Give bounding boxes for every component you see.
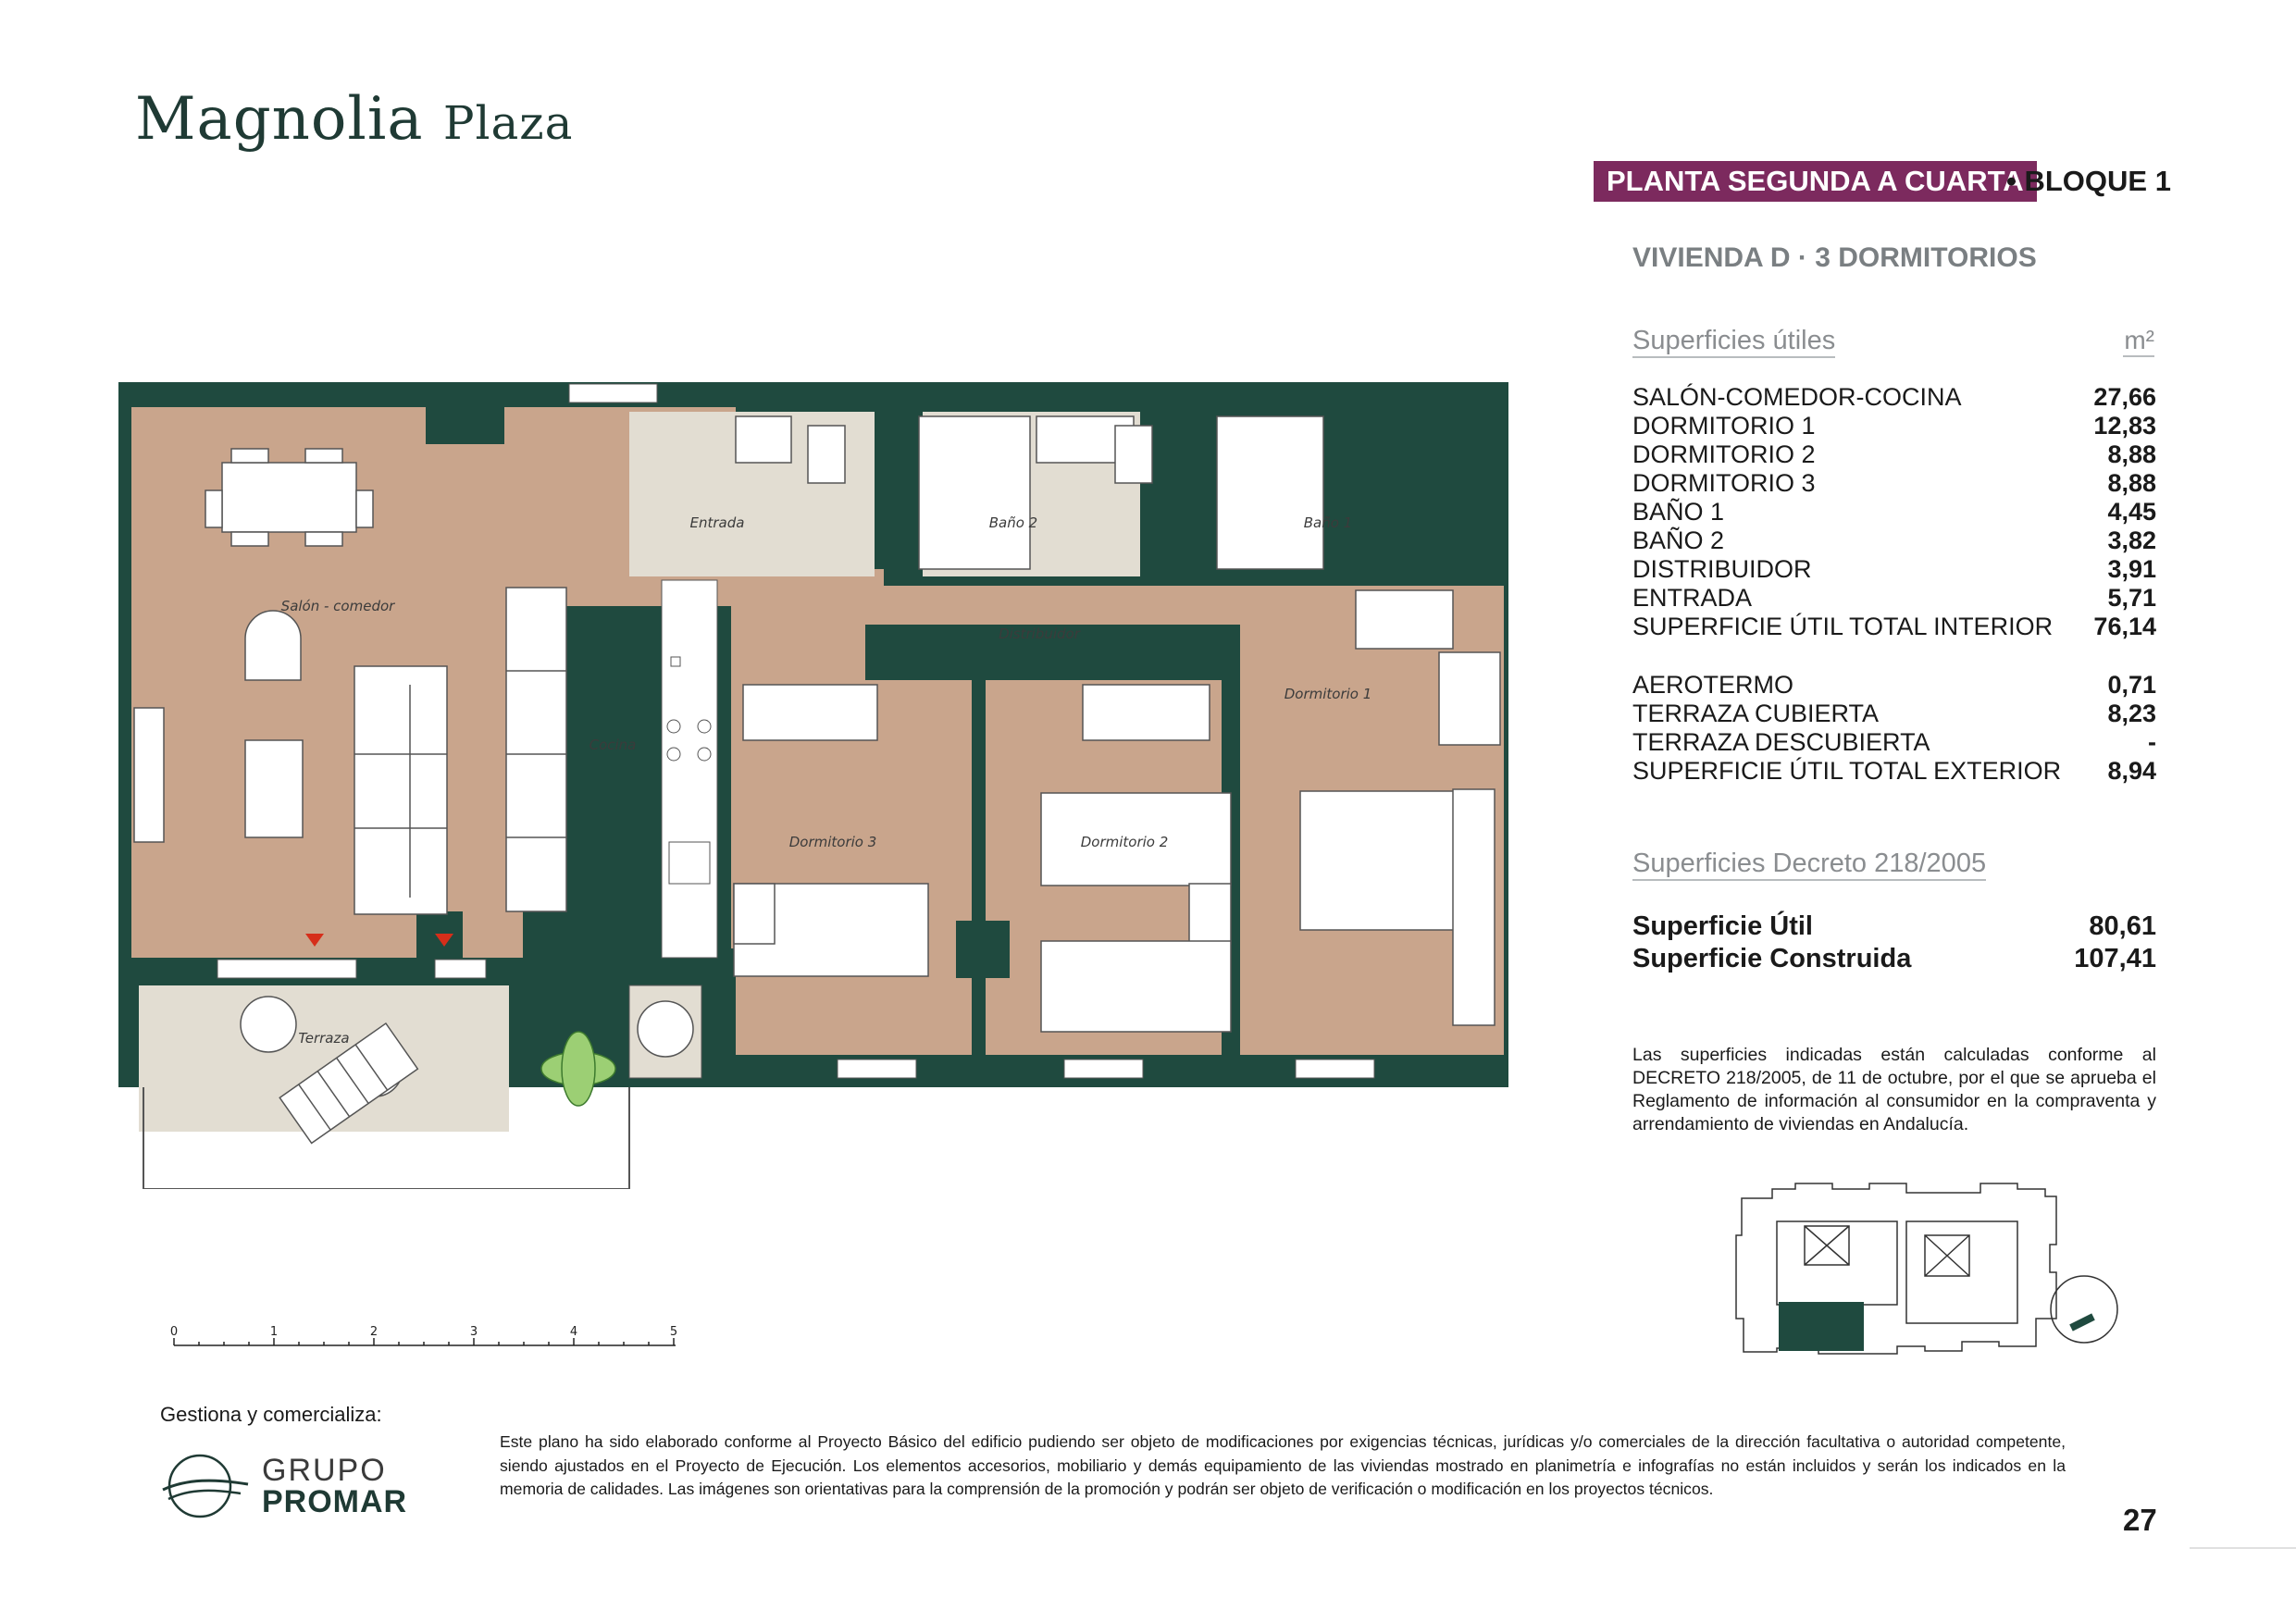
- surface-label: DISTRIBUIDOR: [1632, 555, 1812, 583]
- surface-row: DISTRIBUIDOR 3,91: [1632, 555, 2156, 584]
- unit-title: VIVIENDA D · 3 DORMITORIOS: [1632, 242, 2037, 273]
- surface-row: Superficie Construida 107,41: [1632, 943, 2156, 975]
- surface-value: 3,82: [2107, 527, 2156, 554]
- decree-note: Las superficies indicadas están calculad…: [1632, 1045, 2156, 1134]
- surface-value: 80,61: [2089, 911, 2156, 941]
- label-bano2: Baño 2: [989, 514, 1037, 531]
- decree-title: Superficies Decreto 218/2005: [1632, 849, 1987, 881]
- surface-label: TERRAZA CUBIERTA: [1632, 700, 1880, 727]
- surface-label: BAÑO 1: [1632, 498, 1725, 526]
- surface-label: BAÑO 2: [1632, 527, 1725, 554]
- surface-row: DORMITORIO 3 8,88: [1632, 469, 2156, 498]
- surface-label: TERRAZA DESCUBIERTA: [1632, 728, 1930, 756]
- surface-row: TERRAZA CUBIERTA 8,23: [1632, 700, 2156, 728]
- scale-label: 3: [470, 1325, 478, 1339]
- surface-label: Superficie Útil: [1632, 911, 1813, 941]
- marker-icon: [305, 934, 324, 947]
- scale-label: 4: [570, 1325, 577, 1339]
- brand-logo: Magnolia Plaza: [135, 85, 573, 154]
- marker-icon: [435, 934, 453, 947]
- unit-label: m²: [2123, 326, 2154, 357]
- surface-value: 27,66: [2093, 383, 2156, 411]
- label-dorm3: Dormitorio 3: [789, 834, 877, 850]
- scale-label: 0: [170, 1325, 178, 1339]
- surface-row: ENTRADA 5,71: [1632, 584, 2156, 613]
- plant-icon: [540, 1031, 616, 1107]
- surface-value: -: [2148, 728, 2156, 756]
- label-dorm1: Dormitorio 1: [1285, 686, 1372, 702]
- surface-value: 8,23: [2107, 700, 2156, 727]
- surface-row: AEROTERMO 0,71: [1632, 671, 2156, 700]
- block-label: • BLOQUE 1: [2006, 165, 2171, 197]
- label-terraza: Terraza: [298, 1030, 349, 1047]
- surface-value: 8,88: [2107, 469, 2156, 497]
- brand-name: Magnolia: [135, 85, 424, 154]
- scale-label: 5: [670, 1325, 677, 1339]
- label-cocina: Cocina: [590, 737, 637, 753]
- key-plan: [1735, 1183, 2118, 1355]
- disclaimer: Este plano ha sido elaborado conforme al…: [500, 1432, 2066, 1498]
- surface-label: Superficie Construida: [1632, 944, 1912, 973]
- label-distribuidor: Distribuidor: [999, 626, 1081, 642]
- surface-label: SUPERFICIE ÚTIL TOTAL EXTERIOR: [1632, 757, 2062, 785]
- surface-row: DORMITORIO 1 12,83: [1632, 412, 2156, 440]
- surface-value: 76,14: [2093, 613, 2156, 640]
- surface-value: 8,94: [2107, 757, 2156, 785]
- unit-highlight: [1779, 1302, 1864, 1351]
- surface-row: SUPERFICIE ÚTIL TOTAL INTERIOR 76,14: [1632, 613, 2156, 641]
- surface-value: 12,83: [2093, 412, 2156, 440]
- floor-plan: Salón - comedor Entrada Cocina Distribui…: [118, 382, 1508, 1189]
- surface-value: 0,71: [2107, 671, 2156, 699]
- company-name-top: GRUPO: [262, 1453, 387, 1488]
- surface-label: SUPERFICIE ÚTIL TOTAL INTERIOR: [1632, 613, 2054, 640]
- surface-value: 107,41: [2074, 944, 2156, 973]
- surface-value: 3,91: [2107, 555, 2156, 583]
- scale-label: 1: [270, 1325, 278, 1339]
- surface-label: SALÓN-COMEDOR-COCINA: [1632, 383, 1962, 411]
- surface-row: TERRAZA DESCUBIERTA -: [1632, 728, 2156, 757]
- surface-row: DORMITORIO 2 8,88: [1632, 440, 2156, 469]
- surface-row: SUPERFICIE ÚTIL TOTAL EXTERIOR 8,94: [1632, 757, 2156, 786]
- label-dorm2: Dormitorio 2: [1081, 834, 1169, 850]
- surface-label: ENTRADA: [1632, 584, 1753, 612]
- label-bano1: Baño 1: [1304, 514, 1352, 531]
- brand-suffix: Plaza: [442, 96, 574, 150]
- label-salon: Salón - comedor: [281, 598, 395, 614]
- north-compass: [2050, 1275, 2118, 1344]
- scale-label: 2: [370, 1325, 378, 1339]
- company-name-bottom: PROMAR: [262, 1484, 408, 1519]
- surface-label: DORMITORIO 3: [1632, 469, 1816, 497]
- surface-label: AEROTERMO: [1632, 671, 1794, 699]
- page-number: 27: [2123, 1503, 2157, 1537]
- surface-label: DORMITORIO 2: [1632, 440, 1816, 468]
- scale-bar: 0 1 2 3 4 5: [170, 1325, 677, 1346]
- surface-value: 5,71: [2107, 584, 2156, 612]
- page-divider: [2190, 1547, 2296, 1549]
- surface-row: BAÑO 2 3,82: [1632, 527, 2156, 555]
- surface-value: 4,45: [2107, 498, 2156, 526]
- promar-logo-icon: [162, 1454, 249, 1518]
- surface-row: Superficie Útil 80,61: [1632, 911, 2156, 943]
- surface-row: SALÓN-COMEDOR-COCINA 27,66: [1632, 383, 2156, 412]
- floor-tag: PLANTA SEGUNDA A CUARTA: [1594, 161, 2037, 202]
- useful-surfaces-title: Superficies útiles: [1632, 326, 1836, 358]
- label-entrada: Entrada: [690, 514, 745, 531]
- surface-value: 8,88: [2107, 440, 2156, 468]
- gestiona-label: Gestiona y comercializa:: [160, 1403, 382, 1426]
- surface-label: DORMITORIO 1: [1632, 412, 1816, 440]
- surface-row: BAÑO 1 4,45: [1632, 498, 2156, 527]
- north-arrow-icon: [2069, 1313, 2095, 1332]
